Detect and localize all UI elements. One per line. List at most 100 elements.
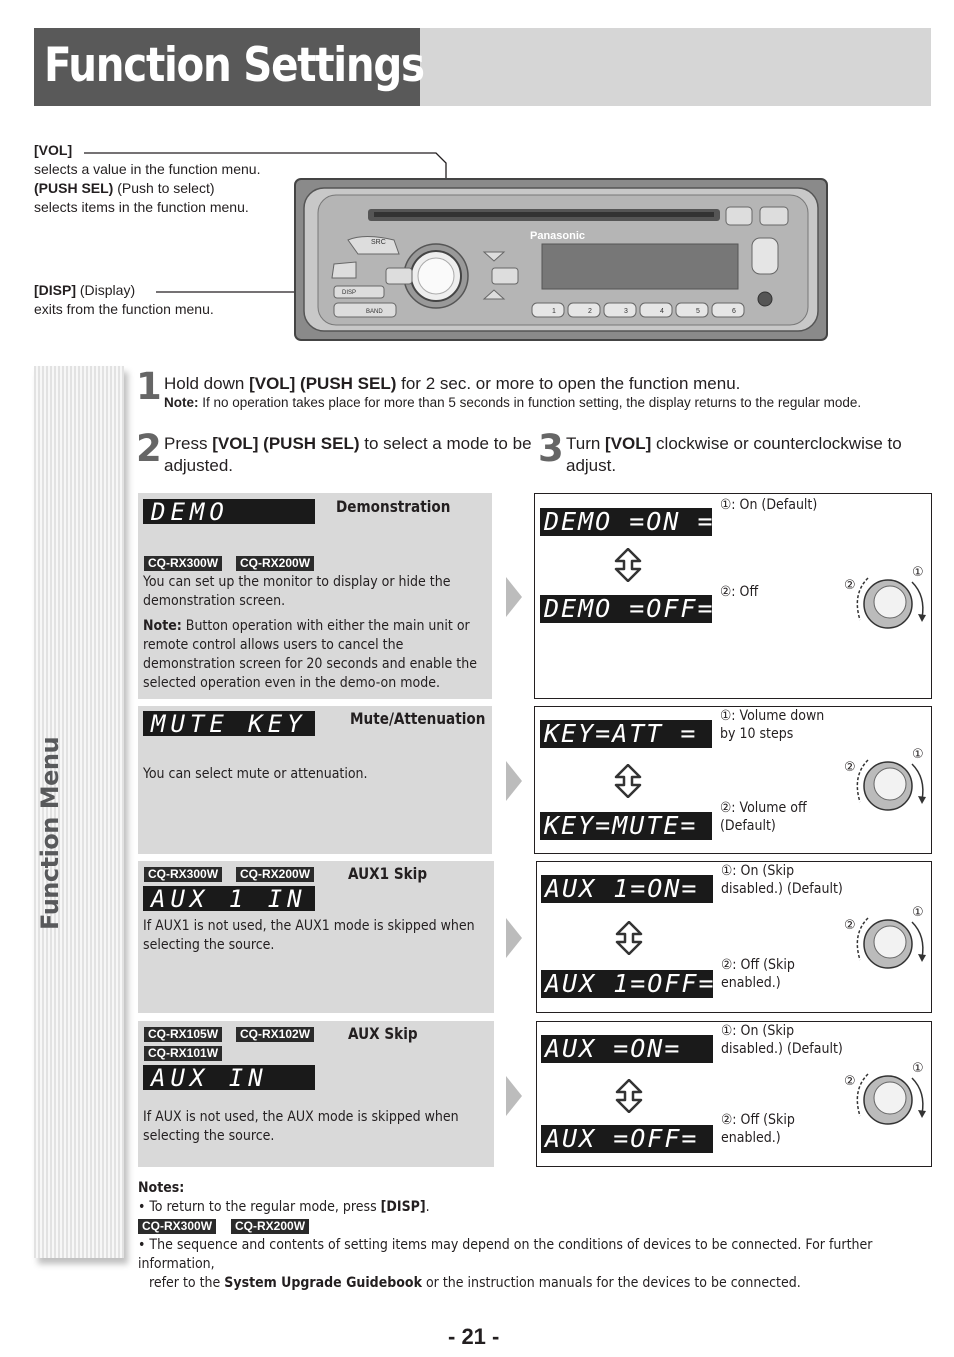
aux1-updown-arrow-icon [615,921,643,955]
notes-item-2: • The sequence and contents of setting i… [138,1237,873,1272]
demo-title: Demonstration [336,497,451,516]
demo-rotary-knob-icon: ① ② [844,565,926,629]
demo-knob-label-2: ② [844,578,856,593]
disp-paren: (Display) [76,282,136,298]
notes-item-1: • To return to the regular mode, press [… [138,1198,934,1217]
mute-knob-label-2: ② [844,760,856,775]
mute-description: You can select mute or attenuation. [143,766,368,782]
mute-lcd: MUTE KEY [143,711,315,736]
disp-callout: [DISP] (Display) exits from the function… [34,281,294,319]
device-disp-label: DISP [342,290,356,296]
push-sel-desc: selects items in the function menu. [34,199,249,215]
demo-note-text: Button operation with either the main un… [143,618,477,691]
notes-item-2-line2: refer to the System Upgrade Guidebook or… [138,1274,934,1293]
aux1-lcd: AUX 1 IN [143,886,315,911]
aux-model-tag-1: CQ-RX105W [144,1027,223,1042]
aux-lcd: AUX IN [143,1065,315,1090]
step-3-pre: Turn [566,434,606,453]
device-preset-4: 4 [660,308,664,315]
aux1-title: AUX1 Skip [348,864,428,883]
mute-updown-arrow-icon [614,764,642,798]
aux-option-1: ①: On (Skip disabled.) (Default) [721,1022,843,1058]
aux-knob-label-2: ② [844,1074,856,1089]
disp-desc: exits from the function menu. [34,301,214,317]
aux-model-tag-3: CQ-RX101W [144,1046,223,1061]
notes-item-1-post: . [425,1199,430,1215]
notes-section: Notes: • To return to the regular mode, … [138,1179,934,1293]
aux-option-1-line1: ①: On (Skip [721,1023,795,1039]
vol-callout: [VOL] selects a value in the function me… [34,141,294,217]
step-2-pre: Press [164,434,213,453]
aux1-arrow-icon [506,918,522,958]
aux1-model-tag-2: CQ-RX200W [236,867,315,882]
notes-item-1-pre: • To return to the regular mode, press [138,1199,381,1215]
step-2-key: [VOL] (PUSH SEL) [212,434,360,453]
aux1-knob-label-2: ② [844,918,856,933]
aux-lcd-off: AUX =OFF= [541,1125,713,1153]
step-1-number: 1 [136,365,162,408]
device-preset-5: 5 [696,308,700,315]
mute-knob-label-1: ① [912,747,924,762]
mute-option-2: ②: Volume off(Default) [720,799,807,835]
notes-heading: Notes: [138,1180,185,1196]
mute-lcd-mute: KEY=MUTE= [540,812,712,840]
demo-arrow-icon [506,577,522,617]
step-1-post: for 2 sec. or more to open the function … [396,374,741,393]
mute-arrow-icon [506,761,522,801]
aux1-rotary-knob-icon: ① ② [844,905,926,969]
notes-model-tag-2: CQ-RX200W [231,1219,310,1234]
mute-title: Mute/Attenuation [350,709,486,728]
demo-knob-label-1: ① [912,565,924,580]
step-1-text: Hold down [VOL] (PUSH SEL) for 2 sec. or… [164,373,934,395]
step-3-post: clockwise or counterclockwise to adjust. [566,434,902,475]
push-sel-paren: (Push to select) [113,180,215,196]
page-title: Function Settings [44,38,425,93]
device-src-label: SRC [371,239,386,246]
notes-item-2-line2-pre: refer to the [149,1275,225,1291]
step-2-text: Press [VOL] (PUSH SEL) to select a mode … [164,433,540,477]
device-preset-1: 1 [552,308,556,315]
aux-rotary-knob-icon: ① ② [844,1061,926,1125]
step-1-pre: Hold down [164,374,250,393]
notes-model-tags: CQ-RX300W CQ-RX200W [138,1217,934,1236]
aux-description: If AUX is not used, the AUX mode is skip… [143,1109,459,1144]
step-3-number: 3 [538,427,564,470]
demo-model-tag-1: CQ-RX300W [144,556,223,571]
mute-lcd-att: KEY=ATT = [540,720,712,748]
notes-item-1-key: [DISP] [380,1199,426,1215]
demo-lcd: DEMO [143,499,315,524]
mute-rotary-knob-icon: ① ② [844,747,926,811]
push-sel-key-label: (PUSH SEL) [34,180,114,196]
aux-model-tag-2: CQ-RX102W [236,1027,315,1042]
step-1-note-label: Note: [164,395,199,410]
aux-updown-arrow-icon [615,1079,643,1113]
side-tab [34,366,124,1258]
aux1-knob-label-1: ① [912,905,924,920]
notes-model-tag-1: CQ-RX300W [138,1219,217,1234]
device-preset-3: 3 [624,308,628,315]
side-tab-label: Function Menu [36,736,64,930]
vol-desc: selects a value in the function menu. [34,161,261,177]
step-3-key: [VOL] [605,434,652,453]
demo-note: Note: Button operation with either the m… [143,617,493,693]
aux1-option-2-line1: ②: Off (Skip [721,957,795,973]
aux-option-1-line2: disabled.) (Default) [721,1041,843,1057]
demo-lcd-off: DEMO =OFF= [540,595,712,623]
demo-option-2: ②: Off [720,584,759,600]
aux-block [138,1021,494,1167]
device-band-label: BAND [366,309,383,315]
step-1-note-text: If no operation takes place for more tha… [198,395,862,410]
aux1-lcd-off: AUX 1=OFF= [541,970,713,998]
demo-block [138,493,492,699]
demo-lcd-on: DEMO =ON = [540,508,712,536]
aux1-description: If AUX1 is not used, the AUX1 mode is sk… [143,918,475,953]
step-1-key: [VOL] (PUSH SEL) [249,374,397,393]
step-1-note: Note: If no operation takes place for mo… [164,394,944,411]
disp-key-label: [DISP] [34,282,76,298]
demo-description: You can set up the monitor to display or… [143,574,451,609]
aux-knob-label-1: ① [912,1061,924,1076]
step-2-post: to select a mode to be adjusted. [164,434,532,475]
